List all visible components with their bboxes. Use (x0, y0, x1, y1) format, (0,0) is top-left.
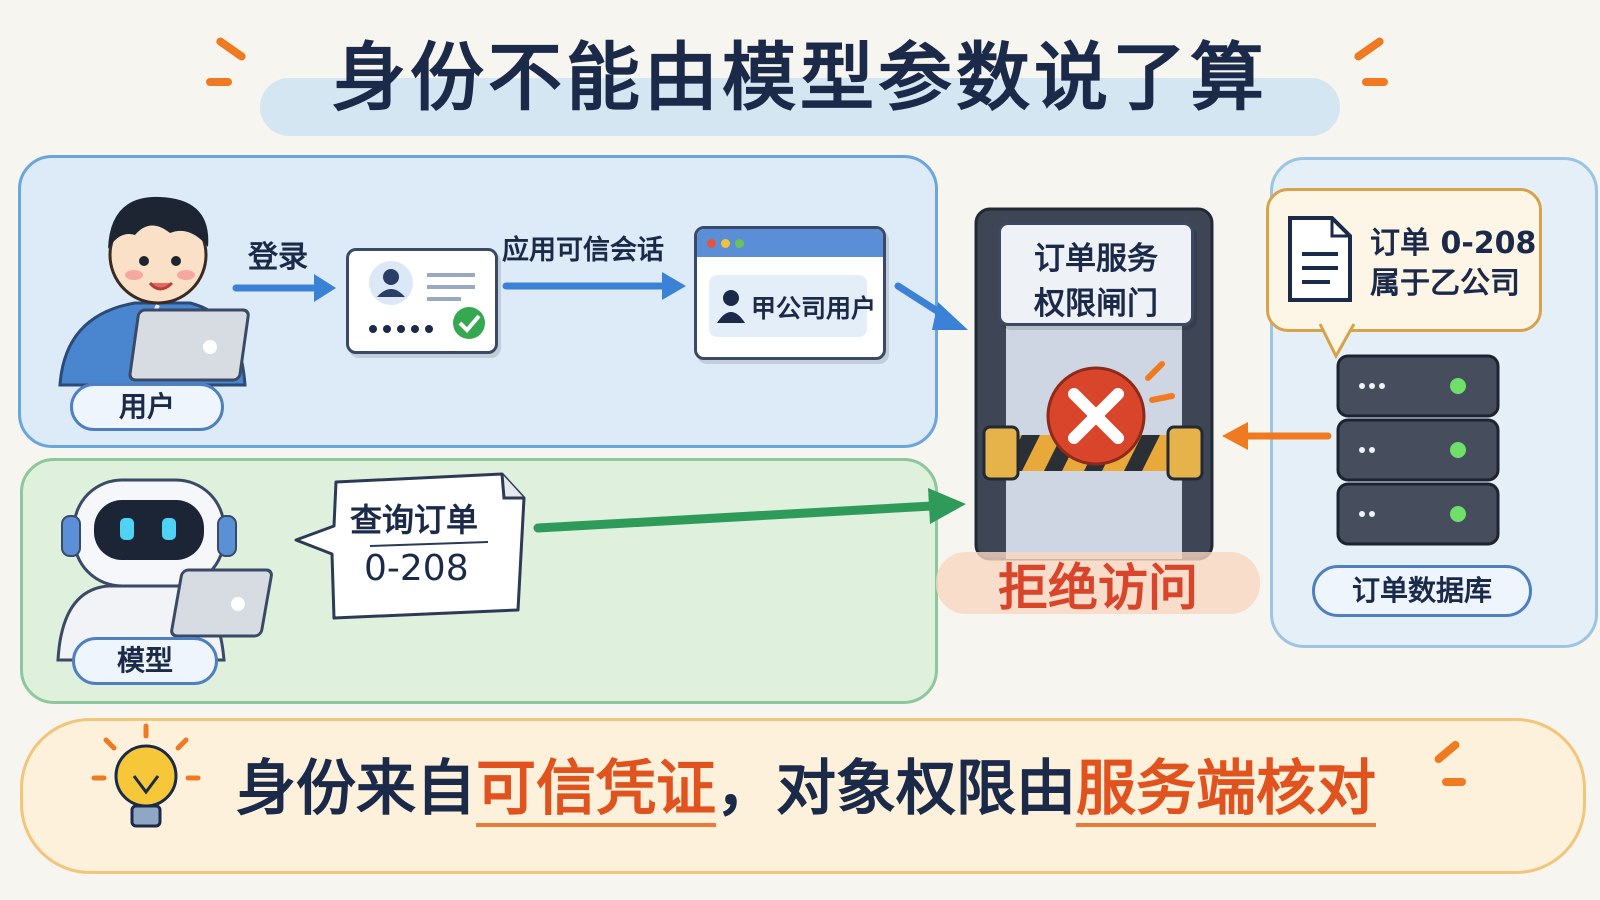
query-order-id: 0-208 (364, 548, 469, 589)
title-spark-left (206, 78, 232, 86)
session-user: 甲公司用户 (751, 294, 877, 323)
order-database-label: 订单数据库 (1312, 565, 1532, 617)
tagline-highlight-server: 服务端核对 (1076, 754, 1376, 824)
tagline-part1: 身份来自 (236, 754, 476, 824)
note-line2: 属于乙公司 (1370, 266, 1520, 301)
tagline-spark (1442, 778, 1466, 786)
lightbulb-icon (91, 723, 201, 828)
model-label: 模型 (72, 637, 218, 685)
document-icon (1288, 216, 1352, 302)
credential-card (346, 248, 498, 354)
user-icon (717, 290, 745, 323)
user-label: 用户 (70, 383, 224, 431)
query-bubble (294, 472, 526, 620)
model-to-gate-arrow (533, 488, 966, 533)
gate-sign: 订单服务 权限闸门 (998, 222, 1194, 326)
deny-x-icon (1046, 361, 1175, 466)
window-titlebar (697, 229, 883, 257)
trusted-session-label: 应用可信会话 (502, 235, 664, 266)
login-arrow (232, 274, 336, 302)
tagline-banner (20, 718, 1586, 874)
query-line1: 查询订单 (350, 501, 479, 539)
title-spark-right (1362, 78, 1388, 86)
tagline-part2: ，对象权限由 (716, 754, 1076, 824)
page-title: 身份不能由模型参数说了算 (332, 35, 1268, 121)
db-to-gate-arrow (1222, 422, 1332, 450)
tagline: 身份来自可信凭证，对象权限由服务端核对 (236, 740, 1376, 827)
session-arrow (502, 272, 686, 300)
access-denied-label: 拒绝访问 (998, 559, 1198, 617)
gate-sign-line2: 权限闸门 (1034, 286, 1158, 322)
check-icon (453, 307, 485, 339)
session-to-gate-arrow (894, 282, 968, 330)
title-highlight (260, 78, 1340, 136)
gate-sign-line1: 订单服务 (1034, 241, 1158, 277)
server-stack-icon (1336, 354, 1500, 546)
laptop-icon (128, 308, 250, 382)
user-avatar (58, 196, 250, 387)
tagline-highlight-credential: 可信凭证 (476, 754, 716, 824)
session-window: 甲公司用户 (694, 226, 886, 360)
note-tail (1318, 322, 1356, 360)
note-line1: 订单 0-208 (1370, 226, 1537, 261)
laptop-icon (170, 568, 273, 638)
login-label: 登录 (248, 240, 308, 275)
